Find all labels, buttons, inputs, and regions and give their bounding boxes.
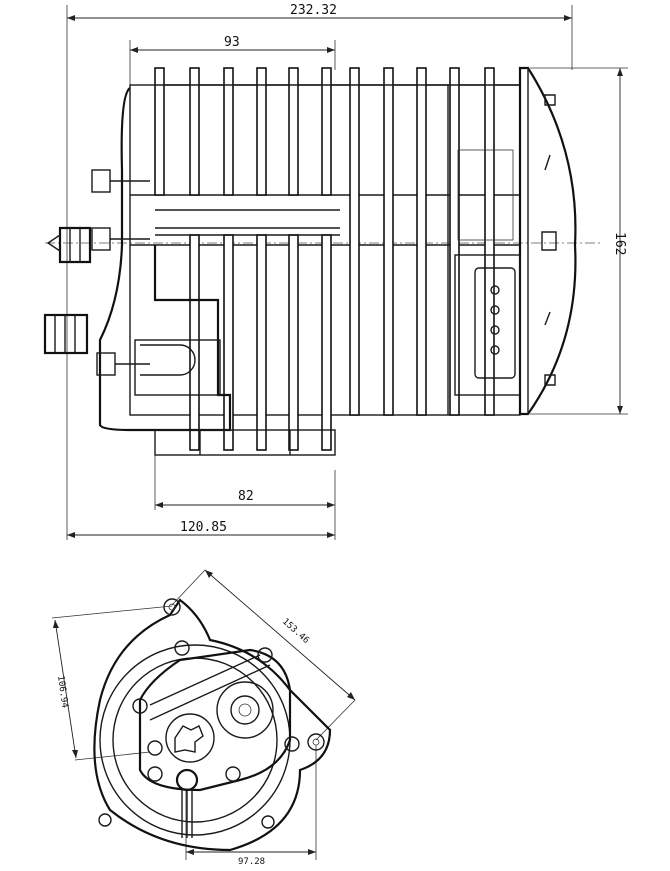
dimension-total-length: 232.32 (67, 3, 572, 21)
dim-base-width-label: 82 (238, 489, 254, 504)
hex-nut (43, 313, 89, 355)
gearbox-housing (98, 87, 336, 456)
mounting-flange (93, 598, 332, 852)
dim-height-label: 162 (612, 232, 627, 255)
dimension-front-length: 120.85 (67, 520, 335, 538)
mounting-holes (98, 598, 325, 829)
dim-shaft-offset-label: 97.28 (238, 857, 265, 867)
gear-plate (138, 648, 292, 838)
connector-block (454, 149, 521, 396)
dim-fin-length-label: 93 (224, 35, 240, 50)
cooling-fins (154, 67, 520, 451)
dimension-bolt-span: 153.46 (171, 569, 356, 741)
output-shaft-fitting (46, 226, 92, 264)
bolt-head-icon (91, 169, 111, 193)
dim-bolt-span-value: 153.46 (280, 617, 311, 646)
dimension-fin-length: 93 (130, 35, 335, 53)
dim-total-length-label: 232.32 (290, 3, 337, 18)
dim-front-length-label: 120.85 (180, 520, 227, 535)
front-view: 153.46 106.94 97.28 (51, 569, 356, 867)
dimension-base-width: 82 (155, 489, 335, 508)
side-view: 232.32 93 162 82 120.85 (43, 3, 628, 540)
dimension-shaft-offset: 97.28 (185, 745, 317, 867)
side-bolts (91, 169, 150, 376)
dimension-height: 162 (612, 68, 627, 414)
hole-icon (163, 598, 181, 616)
dimension-vertical-offset: 106.94 (51, 605, 173, 761)
rear-end-cap (518, 66, 577, 416)
dim-vertical-offset-label: 106.94 (55, 675, 69, 709)
